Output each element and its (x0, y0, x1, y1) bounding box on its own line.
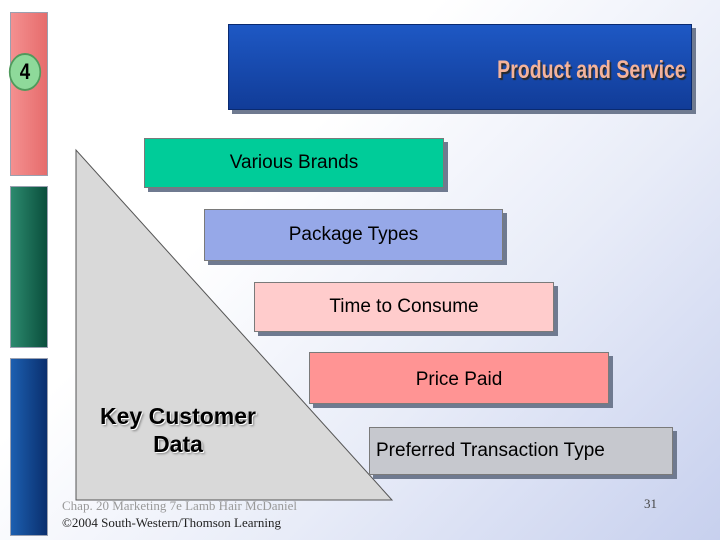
triangle-shape (75, 148, 394, 501)
triangle-label: Key Customer Data (80, 402, 276, 458)
step-package-types: Package Types (204, 209, 503, 261)
step-various-brands: Various Brands (144, 138, 444, 188)
decorative-bar-red (10, 12, 48, 176)
slide-number-badge: 4 (8, 53, 42, 91)
slide-title: Product and Service (497, 56, 686, 84)
decorative-bar-green (10, 186, 48, 348)
step-label: Time to Consume (329, 296, 479, 317)
footer-source: Chap. 20 Marketing 7e Lamb Hair McDaniel (62, 498, 298, 513)
page-number: 31 (644, 496, 657, 511)
step-label: Package Types (288, 224, 419, 245)
decorative-bar-blue (10, 358, 48, 536)
triangle-label-line2: Data (153, 431, 203, 457)
title-bar (228, 24, 692, 110)
step-label: Preferred Transaction Type (376, 440, 605, 461)
step-label: Price Paid (415, 369, 503, 390)
step-label: Various Brands (229, 152, 359, 173)
step-price-paid: Price Paid (309, 352, 609, 404)
triangle-label-line1: Key Customer (100, 403, 256, 429)
step-preferred-transaction-type: Preferred Transaction Type (369, 427, 673, 475)
step-time-to-consume: Time to Consume (254, 282, 554, 332)
footer-copyright: ©2004 South-Western/Thomson Learning (62, 515, 281, 530)
